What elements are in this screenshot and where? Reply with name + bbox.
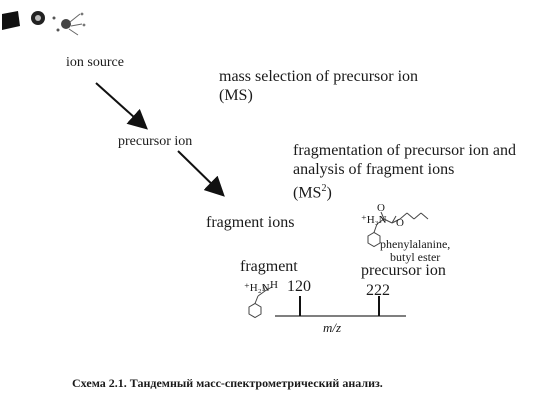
precursor-ion-label: precursor ion [118, 134, 193, 149]
precursor-mass-label: 222 [366, 282, 390, 299]
figure-caption: Схема 2.1. Тандемный масс-спектрометриче… [72, 376, 383, 390]
ms2-superscript: 2 [321, 183, 327, 194]
fragment-structure [248, 284, 273, 319]
ms-description-line2: (MS) [219, 87, 253, 104]
axis-label: m/z [323, 320, 342, 335]
ms-description-line1: mass selection of precursor ion [219, 68, 419, 85]
fragment-label: fragment [240, 258, 298, 275]
ion-source-label: ion source [66, 55, 124, 70]
spectrum-axis [275, 296, 406, 317]
ion-source-icon [2, 11, 86, 36]
fragmentation-description-line2: analysis of fragment ions [293, 161, 455, 178]
precursor-amine-atom-label: ⁺H₃N [361, 214, 387, 226]
ester-oxygen-label: O [396, 217, 404, 229]
arrow-precursor-to-fragments [177, 150, 225, 197]
compound-name-line1: phenylalanine, [380, 237, 451, 251]
fragment-h-atom-label: H [270, 279, 278, 291]
arrow-source-to-precursor [95, 82, 148, 130]
fragmentation-description-line1: fragmentation of precursor ion and [293, 142, 517, 159]
precursor-ion-peak-label: precursor ion [361, 262, 446, 279]
fragment-amine-atom-label: ⁺H₂N [244, 282, 270, 294]
fragmentation-description-line3: (MS2) [293, 183, 332, 202]
fragment-mass-label: 120 [287, 278, 311, 295]
fragment-ions-label: fragment ions [206, 214, 295, 231]
compound-name-line2: butyl ester [389, 250, 441, 264]
precursor-structure [367, 211, 429, 248]
compound-name: phenylalanine, butyl ester [380, 238, 450, 264]
carbonyl-oxygen-label: O [377, 202, 385, 214]
